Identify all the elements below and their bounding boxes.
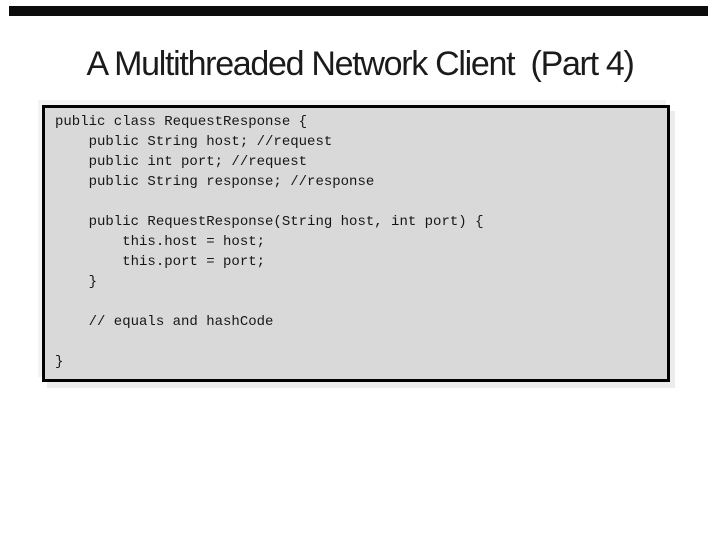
slide-title: A Multithreaded Network Client (Part 4) (86, 45, 634, 83)
code-block: public class RequestResponse { public St… (55, 114, 484, 370)
code-box: public class RequestResponse { public St… (42, 105, 670, 382)
top-divider-bar (9, 6, 708, 16)
